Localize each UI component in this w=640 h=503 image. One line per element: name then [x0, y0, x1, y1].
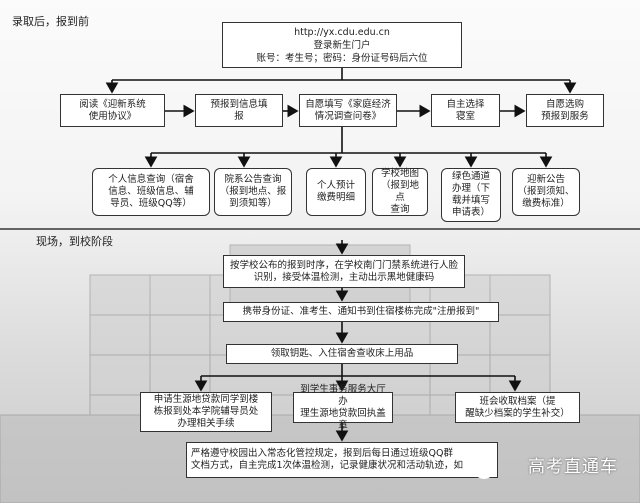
- final-archive-collection-text: 班会收取档案（提 醒缺少档案的学生补交）: [465, 395, 570, 419]
- step-choose-dorm: 自主选择 寝室: [431, 94, 500, 127]
- onsite-step-entry-check: 按学校公布的报到时序，在学校南门门禁系统进行人脸 识别，接受体温检测，主动出示黑…: [223, 255, 465, 288]
- info-personal-query-text: 个人信息查询（宿舍 信息、班级信息、辅 导员、班级QQ等）: [108, 174, 194, 209]
- final-loan-receipt: 到学生事务服务大厅办 理生源地贷款回执盖章: [293, 384, 393, 431]
- info-campus-map: 学校地图 （报到地点 查询: [372, 168, 428, 216]
- step-buy-services-text: 自愿选购 预报到服务: [541, 98, 589, 122]
- notice-health-box: 严格遵守校园出入常态化管控规定，报到后每日通过班级QQ群 文档方式，自主完成1次…: [186, 442, 498, 478]
- onsite-step-dorm-checkin-text: 领取钥匙、入住宿舍查收床上用品: [270, 348, 414, 359]
- step-choose-dorm-text: 自主选择 寝室: [446, 98, 485, 122]
- watermark-logo-icon: [473, 457, 495, 479]
- final-loan-receipt-text: 到学生事务服务大厅办 理生源地贷款回执盖章: [300, 383, 386, 431]
- watermark-text: 高考直通车: [528, 457, 618, 477]
- onsite-step-dorm-checkin: 领取钥匙、入住宿舍查收床上用品: [226, 344, 458, 364]
- info-personal-query: 个人信息查询（宿舍 信息、班级信息、辅 导员、班级QQ等）: [92, 168, 210, 216]
- onsite-step-entry-check-text: 按学校公布的报到时序，在学校南门门禁系统进行人脸 识别，接受体温检测，主动出示黑…: [229, 259, 458, 283]
- step-read-agreement-text: 阅读《迎新系统 使用协议》: [79, 98, 146, 122]
- info-green-channel-text: 绿色通道 办理（下 载并填写 申请表）: [451, 171, 490, 218]
- onsite-step-register: 携带身份证、准考生、通知书到住宿楼栋完成"注册报到": [223, 302, 499, 322]
- info-fee-details-text: 个人预计 缴费明细: [316, 180, 355, 203]
- info-department-notice: 院系公告查询 （报到地点、报 到须知等）: [214, 168, 292, 216]
- step-pre-registration: 预报到信息填 报: [195, 94, 283, 127]
- step-pre-registration-text: 预报到信息填 报: [210, 98, 268, 122]
- final-loan-application: 申请生源地贷款同学到楼 栋报到处本学院辅导员处 办理相关手续: [140, 392, 272, 432]
- final-archive-collection: 班会收取档案（提 醒缺少档案的学生补交）: [455, 392, 580, 423]
- portal-url: http://yx.cdu.edu.cn: [294, 26, 390, 38]
- info-welcome-notice-text: 迎新公告 （报到须知、 缴费标准）: [517, 174, 575, 209]
- step-family-survey-text: 自愿填写《家庭经济 情况调查问卷》: [305, 98, 391, 122]
- onsite-step-register-text: 携带身份证、准考生、通知书到住宿楼栋完成"注册报到": [242, 306, 480, 317]
- info-welcome-notice: 迎新公告 （报到须知、 缴费标准）: [512, 168, 580, 216]
- info-fee-details: 个人预计 缴费明细: [306, 168, 366, 216]
- info-campus-map-text: 学校地图 （报到地点 查询: [380, 168, 419, 215]
- step-buy-services: 自愿选购 预报到服务: [526, 94, 604, 127]
- step-read-agreement: 阅读《迎新系统 使用协议》: [60, 94, 165, 127]
- portal-login-box: http://yx.cdu.edu.cn 登录新生门户 账号：考生号；密码：身份…: [222, 22, 462, 68]
- notice-health-text: 严格遵守校园出入常态化管控规定，报到后每日通过班级QQ群 文档方式，自主完成1次…: [191, 448, 464, 471]
- section-title-onsite: 现场，到校阶段: [36, 235, 113, 248]
- step-family-survey: 自愿填写《家庭经济 情况调查问卷》: [299, 94, 397, 127]
- portal-account-hint: 账号：考生号；密码：身份证号码后六位: [256, 52, 428, 64]
- info-department-notice-text: 院系公告查询 （报到地点、报 到须知等）: [219, 174, 287, 209]
- info-green-channel: 绿色通道 办理（下 载并填写 申请表）: [441, 168, 501, 222]
- section-title-before: 录取后，报到前: [12, 15, 89, 28]
- final-loan-application-text: 申请生源地贷款同学到楼 栋报到处本学院辅导员处 办理相关手续: [153, 394, 259, 429]
- portal-login-label: 登录新生门户: [313, 39, 371, 51]
